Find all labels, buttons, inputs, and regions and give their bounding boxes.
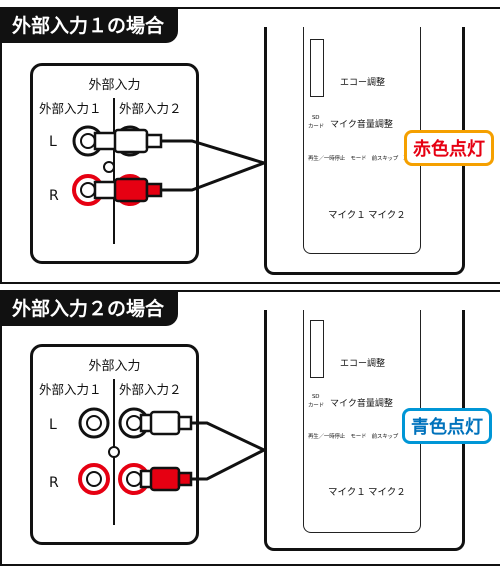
- mic-volume-label: マイク音量調整: [330, 399, 393, 409]
- button-labels: 再生／一時停止 モード 前スキップ 次スキップ: [308, 434, 430, 440]
- external-input-jack-panel: 外部入力 外部入力１ 外部入力２ L R: [30, 344, 199, 545]
- external-input-2-section: 外部入力２の場合 外部入力 外部入力１ 外部入力２ L R: [0, 290, 500, 566]
- white-cable: [161, 139, 265, 165]
- left-channel-label: L: [49, 417, 57, 433]
- sd-card-slot: [310, 39, 324, 97]
- input-1-l-jack: [78, 407, 110, 439]
- mic-volume-label: マイク音量調整: [330, 120, 393, 130]
- panel-header: 外部入力: [88, 78, 141, 93]
- white-rca-plug: [93, 128, 163, 154]
- mic-1-label: マイク１: [328, 487, 366, 498]
- red-indicator-label: 赤色点灯: [404, 130, 494, 166]
- panel-divider: [113, 98, 115, 244]
- external-input-jack-panel: 外部入力 外部入力１ 外部入力２ L R: [30, 63, 199, 264]
- sd-label: SD: [312, 115, 320, 121]
- sd-label: SD: [312, 394, 320, 400]
- red-cable: [191, 448, 265, 481]
- input-1-r-jack: [78, 463, 110, 495]
- sd-card-label: カード: [308, 403, 324, 409]
- right-channel-label: R: [49, 475, 59, 491]
- section-title: 外部入力２の場合: [2, 292, 179, 326]
- white-rca-plug: [139, 410, 193, 436]
- mic-2-label: マイク２: [368, 210, 406, 221]
- mic-1-label: マイク１: [328, 210, 366, 221]
- echo-label: エコー調整: [340, 78, 386, 88]
- panel-header: 外部入力: [88, 359, 141, 374]
- ground-terminal: [108, 446, 120, 458]
- echo-label: エコー調整: [340, 359, 386, 369]
- red-cable: [161, 161, 265, 192]
- left-channel-label: L: [49, 134, 57, 150]
- blue-indicator-label: 青色点灯: [402, 408, 492, 444]
- ground-terminal: [103, 161, 115, 173]
- button-labels: 再生／一時停止 モード 前スキップ 次スキップ: [308, 156, 430, 162]
- sd-card-slot: [310, 320, 324, 378]
- input-2-label: 外部入力２: [119, 101, 182, 116]
- sd-card-label: カード: [308, 124, 324, 130]
- input-1-label: 外部入力１: [39, 382, 102, 397]
- section-title: 外部入力１の場合: [2, 9, 179, 43]
- red-rca-plug: [139, 466, 193, 492]
- right-channel-label: R: [49, 188, 59, 204]
- white-cable: [191, 421, 265, 452]
- mic-2-label: マイク２: [368, 487, 406, 498]
- input-1-label: 外部入力１: [39, 101, 102, 116]
- external-input-1-section: 外部入力１の場合 外部入力 外部入力１ 外部入力２ L R: [0, 7, 500, 284]
- red-rca-plug: [93, 177, 163, 203]
- input-2-label: 外部入力２: [119, 382, 182, 397]
